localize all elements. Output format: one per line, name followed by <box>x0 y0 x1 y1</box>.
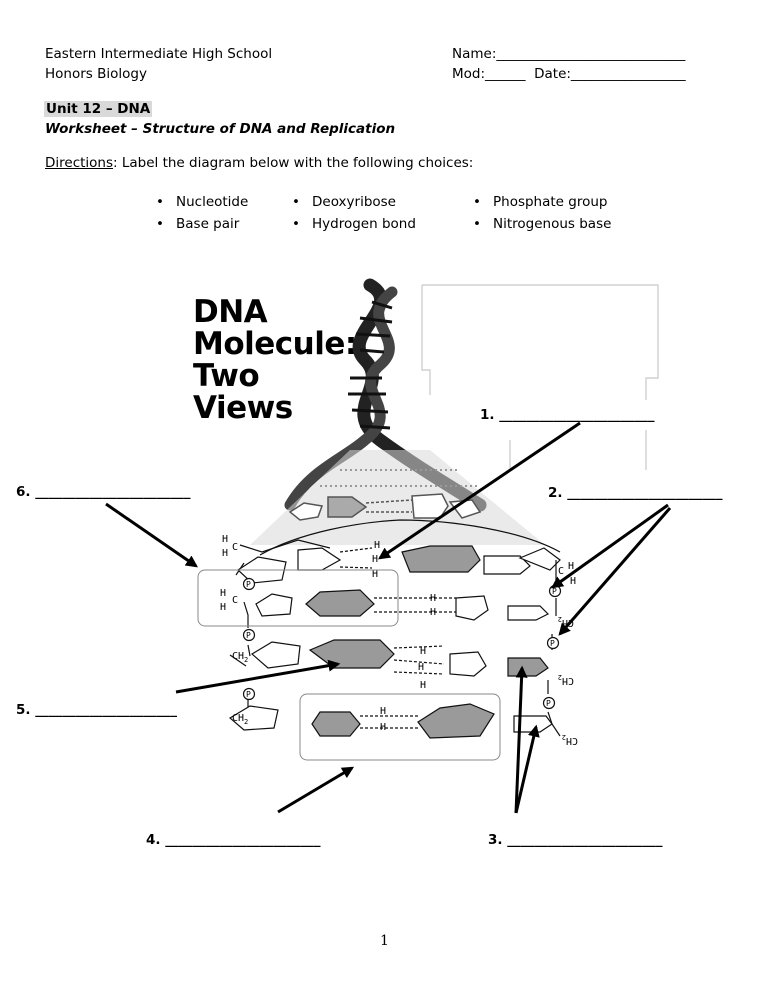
svg-text:H: H <box>222 548 228 559</box>
choice-item: Deoxyribose <box>292 194 396 210</box>
arrow-2b <box>558 507 672 636</box>
svg-text:P: P <box>246 631 251 640</box>
svg-text:H: H <box>430 607 436 618</box>
arrows <box>105 421 672 814</box>
label-5: 5. _____________________ <box>16 702 177 718</box>
svg-text:H: H <box>420 680 426 691</box>
svg-text:H: H <box>220 588 226 599</box>
choice-item: Hydrogen bond <box>292 216 416 232</box>
svg-text:C: C <box>232 542 238 553</box>
svg-text:P: P <box>550 639 555 648</box>
faint-bracket-lines <box>421 284 659 470</box>
svg-text:H: H <box>380 722 386 733</box>
label-1: 1. _______________________ <box>480 407 655 423</box>
svg-text:H: H <box>568 561 574 572</box>
svg-text:H: H <box>420 646 426 657</box>
svg-text:P: P <box>246 580 251 589</box>
svg-text:H: H <box>374 540 380 551</box>
svg-text:H: H <box>220 602 226 613</box>
svg-text:H: H <box>372 554 378 565</box>
choice-item: Nucleotide <box>156 194 248 210</box>
course-name: Honors Biology <box>45 66 147 82</box>
nucleotide-outline-box <box>197 569 399 627</box>
arrow-4 <box>277 766 355 814</box>
choice-item: Base pair <box>156 216 239 232</box>
base-pair-outline-box <box>299 693 501 761</box>
directions: Directions: Label the diagram below with… <box>45 155 473 171</box>
svg-text:C: C <box>558 566 564 577</box>
double-helix-icon <box>250 278 545 545</box>
svg-text:P: P <box>546 699 551 708</box>
arrow-6 <box>105 502 198 568</box>
arrow-3a <box>514 665 528 814</box>
svg-text:CH2: CH2 <box>232 651 248 664</box>
svg-text:CH2: CH2 <box>232 713 248 726</box>
svg-text:P: P <box>246 690 251 699</box>
school-name: Eastern Intermediate High School <box>45 46 273 62</box>
choice-item: Phosphate group <box>473 194 608 210</box>
label-4: 4. _______________________ <box>146 832 321 848</box>
label-2: 2. _______________________ <box>548 485 723 501</box>
svg-text:H: H <box>570 576 576 587</box>
atom-labels: H H C H H C CH2 CH2 H H H H H H H H H H … <box>220 534 578 746</box>
phosphate-icon: P P P P P P <box>242 577 562 710</box>
label-6: 6. _______________________ <box>16 484 191 500</box>
arrow-5 <box>175 659 341 694</box>
arrow-3b <box>514 724 540 814</box>
svg-text:P: P <box>552 587 557 596</box>
svg-text:H: H <box>380 706 386 717</box>
svg-text:C: C <box>232 595 238 606</box>
svg-text:H: H <box>418 662 424 673</box>
diagram-title: DNA Molecule: Two Views <box>193 294 357 426</box>
page-number: 1 <box>380 933 389 949</box>
svg-text:H: H <box>222 534 228 545</box>
choice-item: Nitrogenous base <box>473 216 611 232</box>
name-field-line: Name:____________________________ <box>452 46 686 62</box>
arrow-2a <box>551 503 669 589</box>
mod-date-field-line: Mod:______ Date:_________________ <box>452 66 686 82</box>
svg-text:CH2: CH2 <box>558 673 574 686</box>
label-3: 3. _______________________ <box>488 832 663 848</box>
backbone-right <box>547 560 561 737</box>
svg-text:H: H <box>430 593 436 604</box>
base-pair-rung-2 <box>255 589 550 621</box>
base-pair-rung-4 <box>228 703 553 739</box>
directions-label: Directions <box>45 155 114 171</box>
worksheet-title: Worksheet – Structure of DNA and Replica… <box>45 121 396 137</box>
svg-text:CH2: CH2 <box>562 733 578 746</box>
arrow-1 <box>378 421 581 560</box>
unit-title: Unit 12 – DNA <box>44 101 153 117</box>
directions-text: : Label the diagram below with the follo… <box>113 155 474 171</box>
svg-text:H: H <box>372 569 378 580</box>
svg-text:CH2: CH2 <box>558 615 574 628</box>
